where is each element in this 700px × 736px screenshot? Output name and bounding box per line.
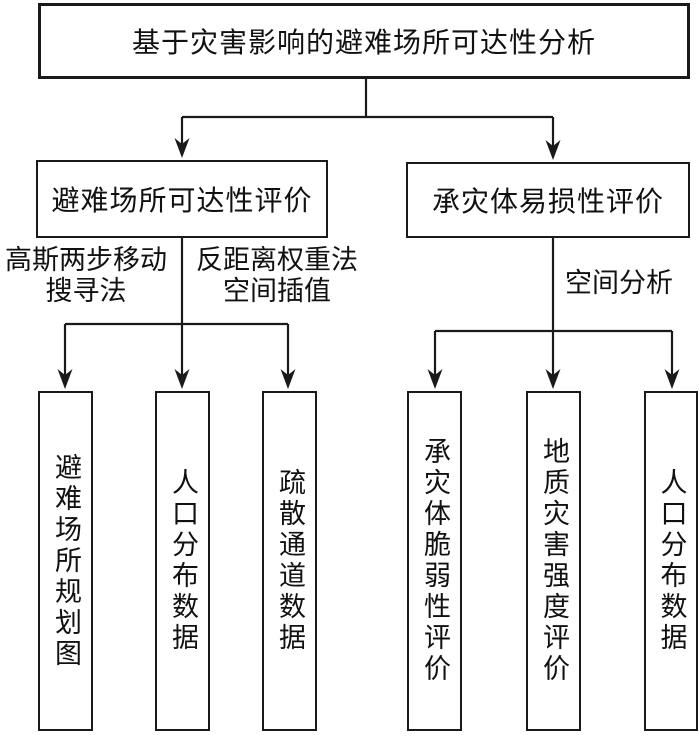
arrowhead-leaf-2	[174, 369, 190, 389]
edge-label-gaussian-line2: 搜寻法	[45, 276, 127, 306]
node-root-title: 基于灾害影响的避难场所可达性分析	[38, 3, 690, 79]
leaf-shelter-planning-map: 避难场所规划图	[38, 391, 93, 731]
edge-label-gaussian-two-step: 高斯两步移动 搜寻法	[2, 245, 170, 307]
arrowhead-left-node	[174, 138, 190, 158]
leaf-evacuation-channel-data: 疏散通道数据	[262, 391, 317, 731]
edge-label-idw-line2: 空间插值	[223, 276, 331, 306]
arrowhead-right-node	[545, 140, 561, 160]
leaf-population-distribution-left-label: 人口分布数据	[168, 468, 198, 654]
leaf-geological-hazard-intensity-label: 地质灾害强度评价	[539, 437, 569, 685]
arrowhead-leaf-4	[427, 369, 443, 389]
arrowhead-leaf-1	[57, 369, 73, 389]
arrowhead-leaf-5	[545, 369, 561, 389]
leaf-shelter-planning-map-label: 避难场所规划图	[51, 452, 81, 670]
leaf-hazard-body-fragility-eval: 承灾体脆弱性评价	[407, 391, 462, 731]
arrowhead-leaf-6	[664, 369, 680, 389]
edge-label-spatial-analysis-text: 空间分析	[565, 268, 673, 298]
leaf-population-distribution-data-left: 人口分布数据	[155, 391, 210, 731]
leaf-population-distribution-right-label: 人口分布数据	[656, 468, 687, 654]
edge-label-spatial-analysis: 空间分析	[565, 268, 685, 299]
arrowhead-leaf-3	[280, 369, 296, 389]
node-shelter-accessibility-eval: 避难场所可达性评价	[36, 160, 328, 238]
leaf-evacuation-channel-label: 疏散通道数据	[275, 468, 305, 654]
leaf-population-distribution-data-right: 人口分布数据	[644, 391, 698, 731]
edge-label-idw-line1: 反距离权重法	[196, 245, 358, 275]
node-hazard-body-vulnerability-label: 承灾体易损性评价	[431, 187, 664, 218]
leaf-geological-hazard-intensity-eval: 地质灾害强度评价	[526, 391, 581, 731]
edge-label-idw-interpolation: 反距离权重法 空间插值	[193, 245, 361, 307]
edge-label-gaussian-line1: 高斯两步移动	[5, 245, 167, 275]
node-root-label: 基于灾害影响的避难场所可达性分析	[131, 28, 596, 59]
leaf-hazard-body-fragility-label: 承灾体脆弱性评价	[420, 437, 450, 685]
node-shelter-accessibility-label: 避难场所可达性评价	[51, 186, 313, 217]
node-hazard-body-vulnerability-eval: 承灾体易损性评价	[406, 162, 690, 238]
